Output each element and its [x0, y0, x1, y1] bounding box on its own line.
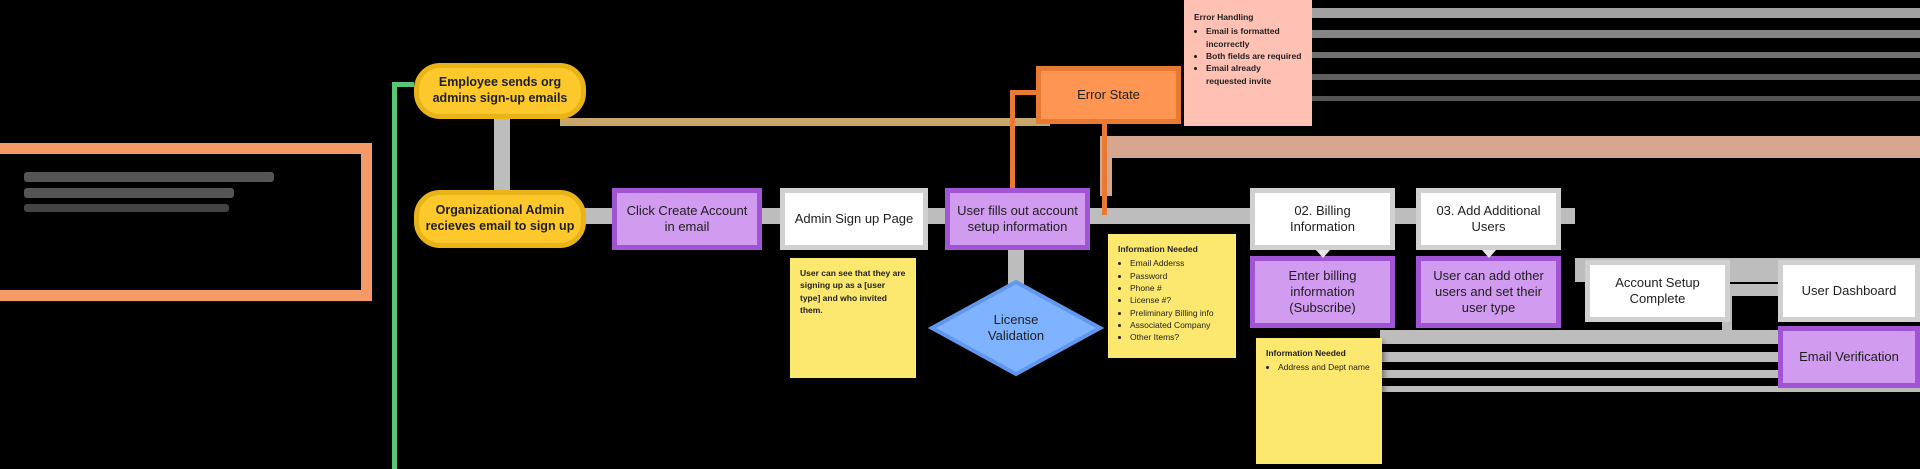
note-error-handling-item: Email is formatted incorrectly [1206, 25, 1302, 50]
node-user-fills-out-label: User fills out account setup information [957, 202, 1078, 234]
scribble-text-3 [24, 204, 229, 212]
node-user-can-add[interactable]: User can add other users and set their u… [1416, 256, 1561, 328]
node-enter-billing[interactable]: Enter billing information (Subscribe) [1250, 256, 1395, 328]
note-info-needed-2-item: Address and Dept name [1278, 361, 1372, 373]
node-admin-signup-page-label: Admin Sign up Page [794, 210, 914, 226]
note-error-handling-item: Both fields are required [1206, 50, 1302, 62]
node-add-additional-users-label: 03. Add Additional Users [1436, 202, 1541, 234]
band-top-connector [560, 118, 1050, 126]
band-top-right-1 [1312, 8, 1920, 18]
node-add-additional-users[interactable]: 03. Add Additional Users [1416, 188, 1561, 250]
node-org-admin-receives-label: Organizational Admin recieves email to s… [425, 203, 575, 233]
arrow-users-down [1482, 250, 1496, 258]
node-error-state[interactable]: Error State [1036, 66, 1181, 124]
band-top-right-5 [1312, 96, 1920, 101]
node-user-dashboard-label: User Dashboard [1801, 282, 1897, 298]
connector-green-top [392, 82, 414, 87]
node-user-can-add-label: User can add other users and set their u… [1433, 267, 1544, 316]
note-info-needed-1-item: Email Adderss [1130, 257, 1226, 269]
band-right-lower2 [1380, 370, 1920, 378]
node-email-verification[interactable]: Email Verification [1778, 326, 1920, 388]
node-user-fills-out[interactable]: User fills out account setup information [945, 188, 1090, 250]
node-enter-billing-label: Enter billing information (Subscribe) [1288, 267, 1357, 316]
arrow-billing-down [1316, 250, 1330, 258]
scribble-text-2 [24, 188, 234, 198]
node-admin-signup-page[interactable]: Admin Sign up Page [780, 188, 928, 250]
note-signup: User can see that they are signing up as… [790, 258, 916, 378]
node-billing-information[interactable]: 02. Billing Information [1250, 188, 1395, 250]
node-click-create-account[interactable]: Click Create Account in email [612, 188, 762, 250]
connector-user-to-license [1008, 244, 1024, 286]
section-frame [0, 143, 372, 301]
note-error-handling: Error Handling Email is formatted incorr… [1184, 0, 1312, 126]
note-info-needed-1-item: Preliminary Billing info [1130, 307, 1226, 319]
node-employee-sends-label: Employee sends org admins sign-up emails [432, 75, 568, 105]
node-user-dashboard[interactable]: User Dashboard [1778, 260, 1920, 322]
band-top-right-2 [1312, 30, 1920, 38]
band-right-lower [1380, 352, 1920, 362]
note-info-needed-1-item: Other Items? [1130, 331, 1226, 343]
node-email-verification-label: Email Verification [1799, 348, 1899, 364]
node-license-validation[interactable] [928, 278, 1104, 378]
connector-to-error [1010, 90, 1015, 200]
note-error-handling-title: Error Handling [1194, 12, 1254, 22]
note-info-needed-2-title: Information Needed [1266, 348, 1346, 358]
note-signup-text: User can see that they are signing up as… [800, 268, 906, 315]
node-account-setup-complete-label: Account Setup Complete [1615, 274, 1700, 306]
node-license-validation-label: License Validation [987, 311, 1045, 343]
node-org-admin-receives[interactable]: Organizational Admin recieves email to s… [414, 190, 586, 248]
node-employee-sends[interactable]: Employee sends org admins sign-up emails [414, 63, 586, 119]
band-top-right-4 [1312, 74, 1920, 80]
node-click-create-account-label: Click Create Account in email [626, 202, 748, 234]
scribble-text [24, 172, 274, 182]
connector-to-error-h [1010, 90, 1040, 95]
connector-green-line [392, 82, 397, 469]
note-info-needed-1-item: Password [1130, 270, 1226, 282]
frame-inner [0, 152, 363, 292]
band-right-bottom [1380, 386, 1920, 392]
node-account-setup-complete[interactable]: Account Setup Complete [1585, 260, 1730, 322]
note-info-needed-1-item: License #? [1130, 294, 1226, 306]
connector-error-down [1102, 120, 1107, 215]
node-error-state-label: Error State [1077, 86, 1140, 102]
band-error-return [1100, 136, 1920, 158]
note-info-needed-1-item: Associated Company [1130, 319, 1226, 331]
note-info-needed-2: Information Needed Address and Dept name [1256, 338, 1382, 464]
note-error-handling-item: Email already requested invite [1206, 62, 1302, 87]
note-info-needed-1: Information Needed Email Adderss Passwor… [1108, 234, 1236, 358]
node-billing-information-label: 02. Billing Information [1289, 202, 1356, 234]
band-top-right-3 [1312, 52, 1920, 58]
note-info-needed-1-item: Phone # [1130, 282, 1226, 294]
connector-employee-to-admin [494, 118, 510, 190]
note-info-needed-1-title: Information Needed [1118, 244, 1198, 254]
